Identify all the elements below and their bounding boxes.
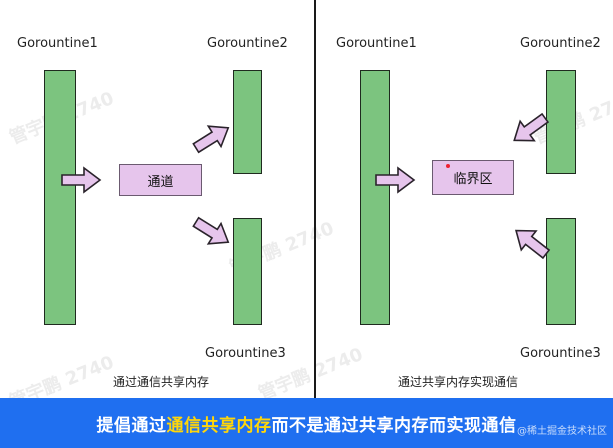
left-goroutine1-bar: [44, 70, 76, 325]
arrows-layer: [61, 107, 555, 265]
left-goroutine3-bar: [233, 218, 262, 325]
arrow-up-left-icon: [507, 220, 555, 265]
arrow-right-icon: [375, 167, 415, 193]
left-goroutine2-label: Gorountine2: [207, 36, 288, 51]
subtitle-highlight: 通信共享内存: [166, 415, 272, 436]
right-caption: 通过共享内存实现通信: [398, 375, 519, 389]
left-goroutine3-label: Gorountine3: [205, 346, 286, 361]
cursor-dot: [446, 164, 450, 168]
left-goroutine1-label: Gorountine1: [17, 36, 98, 51]
source-watermark: @稀土掘金技术社区: [517, 426, 607, 437]
channel-box: 通道: [119, 164, 202, 196]
left-caption: 通过通信共享内存: [113, 375, 210, 389]
subtitle-bar: 提倡通过通信共享内存而不是通过共享内存而实现通信: [0, 398, 613, 448]
right-goroutine3-bar: [546, 218, 576, 325]
panel-divider: [314, 0, 316, 398]
left-goroutine2-bar: [233, 70, 262, 174]
right-goroutine1-bar: [360, 70, 390, 325]
arrow-down-left-icon: [506, 107, 553, 151]
arrow-up-right-icon: [188, 116, 236, 159]
critical-section-box: 临界区: [432, 160, 514, 195]
right-goroutine3-label: Gorountine3: [520, 346, 601, 361]
arrow-down-right-icon: [188, 211, 236, 254]
right-goroutine1-label: Gorountine1: [336, 36, 417, 51]
arrow-right-icon: [61, 167, 101, 193]
right-goroutine2-label: Gorountine2: [520, 36, 601, 51]
subtitle-pre: 提倡通过: [96, 415, 167, 436]
subtitle-post: 而不是通过共享内存而实现通信: [271, 415, 517, 436]
